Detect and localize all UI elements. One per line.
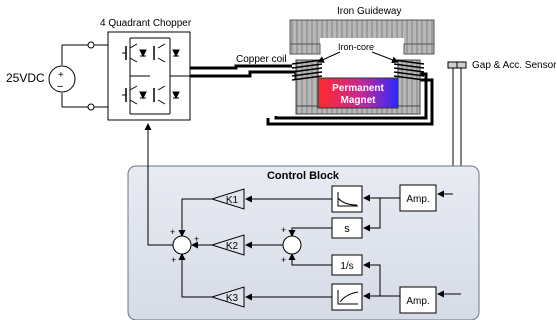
gain-k1 (210, 188, 245, 210)
filter-bottom-box (331, 283, 363, 311)
magnet-assembly: Iron Guideway Iron-core Copper coil (236, 6, 435, 115)
filter-top-box (331, 185, 363, 213)
control-block: Control Block Amp. Amp. s 1/s (127, 123, 480, 320)
gain-k3-label: K3 (226, 293, 239, 304)
sum2-plus-bottom: + (281, 255, 286, 265)
amp-top-label: Amp. (406, 194, 429, 205)
permanent-magnet (317, 77, 399, 109)
control-block-panel (127, 165, 480, 320)
sum1-plus-bottom: + (171, 255, 176, 265)
sum1-plus-middle: + (194, 234, 199, 244)
source-voltage-label: 25VDC (6, 71, 45, 85)
integrator-label: 1/s (340, 261, 353, 272)
copper-coil-label: Copper coil (236, 54, 287, 65)
source-plus: + (58, 70, 64, 81)
chopper: 4 Quadrant Chopper (100, 18, 192, 121)
gain-k3 (210, 286, 245, 308)
battery-icon (48, 65, 76, 93)
gain-k2-label: K2 (226, 241, 239, 252)
amp-bottom-box (399, 286, 437, 314)
magnet-label-line2: Magnet (341, 95, 377, 106)
coil-wires (190, 64, 434, 126)
guideway-label: Iron Guideway (337, 6, 401, 17)
amp-bottom-label: Amp. (406, 296, 429, 307)
terminal-icon (87, 41, 95, 49)
derivative-label: s (344, 223, 350, 235)
coil-left-icon (291, 59, 323, 81)
filter-top-icon (337, 192, 358, 207)
sum1-plus-top: + (170, 227, 175, 237)
magnet-label-line1: Permanent (332, 83, 384, 94)
dc-source: + − 25VDC (6, 41, 108, 111)
iron-core-label: Iron-core (338, 42, 374, 52)
sum2-plus-top: + (281, 225, 286, 235)
source-minus: − (57, 81, 63, 93)
chopper-title: 4 Quadrant Chopper (100, 18, 192, 29)
sum-junction-2 (282, 235, 302, 255)
chopper-switches-icon (122, 37, 190, 115)
filter-bottom-icon (337, 290, 358, 305)
amp-top-box (399, 184, 437, 212)
terminal-icon (87, 103, 95, 111)
sum-junction-1 (172, 235, 192, 255)
gain-k2 (210, 234, 245, 256)
gain-k1-label: K1 (226, 195, 239, 206)
control-block-title: Control Block (267, 170, 340, 182)
sensor-label: Gap & Acc. Sensor (472, 60, 557, 71)
coil-right-icon (393, 59, 425, 81)
